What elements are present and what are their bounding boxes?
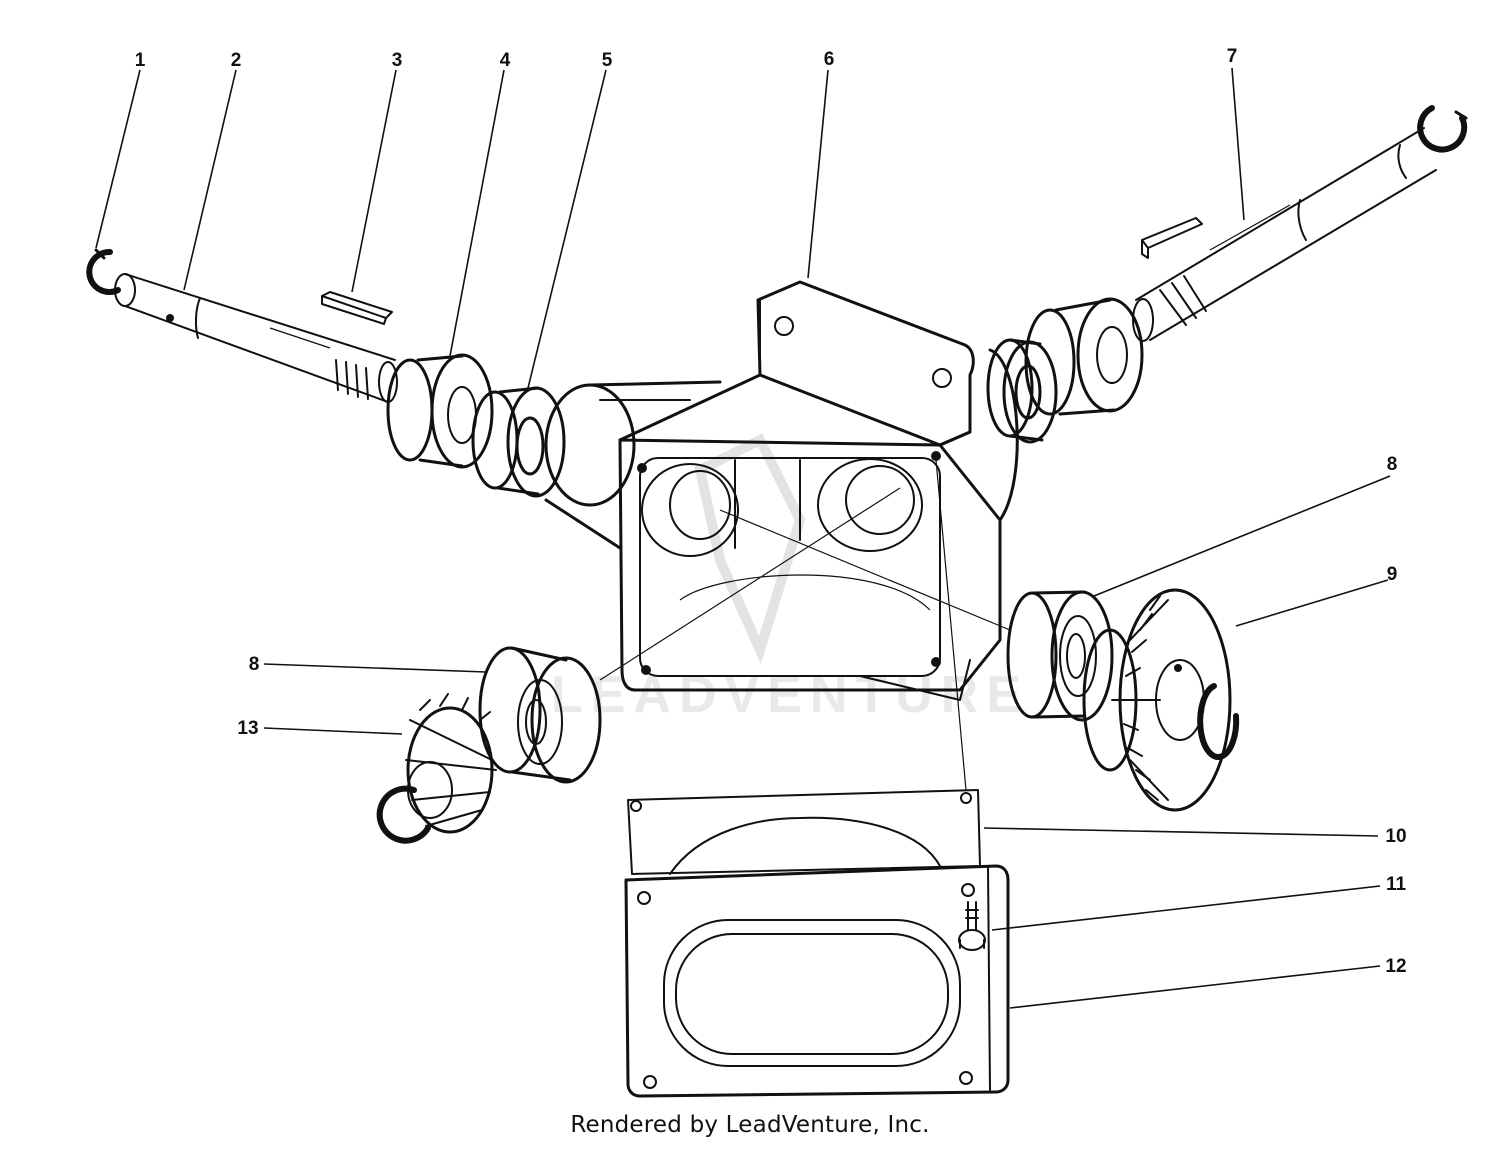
part-10-gasket	[627, 789, 981, 875]
leader-2	[183, 69, 237, 291]
callout-7: 7	[1227, 46, 1238, 67]
part-13-pinion-gear	[376, 693, 497, 844]
part-12-cover-plate	[624, 864, 1010, 1098]
part-9-bevel-gear	[1082, 588, 1240, 812]
leader-4	[449, 69, 505, 357]
part-7-right-shaft	[1132, 105, 1468, 342]
callout-1: 1	[135, 50, 146, 71]
leader-13	[263, 727, 403, 735]
part-8-bearing-right	[1006, 590, 1114, 722]
part-5-seal	[471, 386, 566, 498]
leader-11	[991, 885, 1381, 931]
part-11-bolt	[958, 901, 986, 951]
part-2-left-shaft	[114, 273, 398, 403]
leader-1	[95, 69, 141, 249]
callout-numbers: 1 2 3 4 5 6 7 8 9 8 13 10 11 12	[135, 46, 1407, 977]
leader-6	[807, 69, 829, 279]
part-4-bearing	[386, 353, 494, 469]
watermark-logo-icon	[694, 433, 806, 665]
callout-8-left: 8	[249, 654, 260, 675]
part-3-key	[321, 291, 393, 325]
leader-8b	[263, 663, 487, 673]
part-1-snap-ring	[86, 248, 121, 295]
leader-3	[351, 69, 397, 293]
leader-lines	[95, 67, 1391, 1009]
right-seal	[986, 338, 1058, 444]
callout-11: 11	[1386, 874, 1407, 895]
callout-5: 5	[602, 50, 613, 71]
callout-12: 12	[1385, 956, 1406, 977]
callout-9: 9	[1387, 564, 1398, 585]
rendered-by-credit: Rendered by LeadVenture, Inc.	[570, 1112, 930, 1138]
right-bearing-upper	[1024, 297, 1144, 416]
leader-10	[983, 827, 1379, 837]
leader-12	[1009, 965, 1381, 1009]
assembly-lines	[599, 459, 1011, 791]
callout-6: 6	[824, 49, 835, 70]
callout-4: 4	[500, 50, 511, 71]
part-6-gear-housing	[544, 280, 1019, 701]
callout-2: 2	[231, 50, 242, 71]
callout-13: 13	[237, 718, 258, 739]
leader-5	[527, 69, 607, 389]
callout-8-right: 8	[1387, 454, 1398, 475]
leader-9	[1235, 579, 1389, 627]
callout-3: 3	[392, 50, 403, 71]
leader-7	[1231, 67, 1245, 221]
callout-10: 10	[1385, 826, 1406, 847]
part-8-bearing-left	[478, 646, 602, 784]
leader-8a	[1093, 475, 1391, 597]
